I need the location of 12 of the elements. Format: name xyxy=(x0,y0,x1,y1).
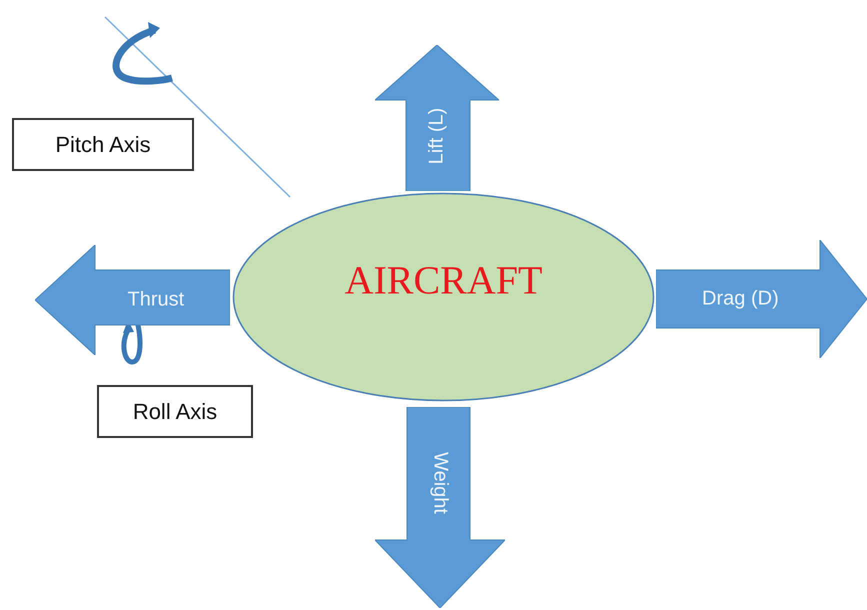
force-block-arrow xyxy=(35,245,230,355)
force-label: Thrust xyxy=(128,288,184,312)
force-label: Drag (D) xyxy=(702,288,779,310)
force-block-arrow xyxy=(375,407,505,608)
force-label: Lift (L) xyxy=(426,107,448,164)
force-block-arrow xyxy=(656,240,867,358)
force-block-arrow xyxy=(375,45,499,191)
axis-label: Roll Axis xyxy=(97,385,253,438)
axis-label: Pitch Axis xyxy=(12,118,194,171)
body-ellipse xyxy=(232,192,655,402)
force-label: Weight xyxy=(428,452,452,514)
aircraft-label: AIRCRAFT xyxy=(344,256,542,304)
